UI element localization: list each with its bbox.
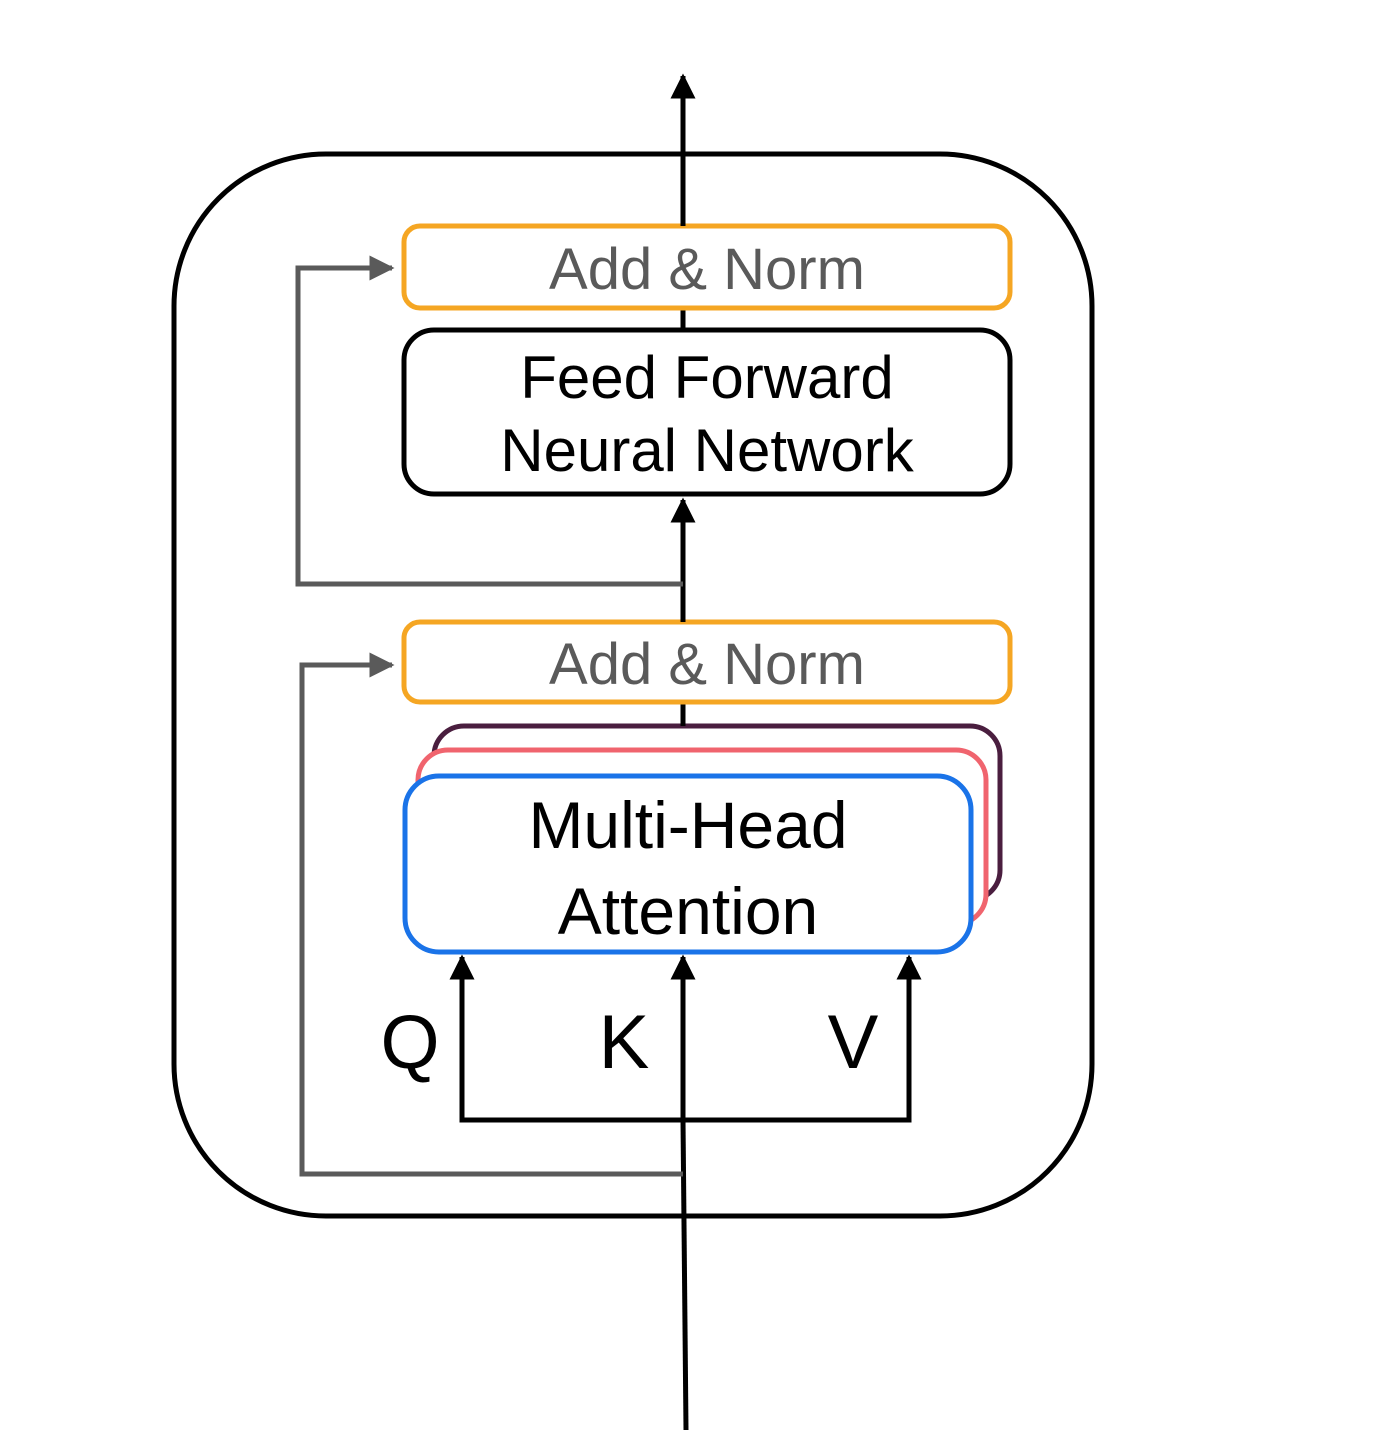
attention-head-front	[402, 773, 974, 955]
add-norm-bottom	[401, 619, 1013, 705]
add-norm-top	[401, 223, 1013, 311]
residual-connection-top	[295, 255, 683, 587]
multi-head-label-line1: Multi-Head	[528, 788, 847, 862]
q-label: Q	[380, 1000, 439, 1085]
feed-forward-label-line2: Neural Network	[500, 417, 914, 484]
k-label: K	[599, 1000, 650, 1085]
feed-forward-box	[401, 327, 1013, 497]
v-label: V	[828, 1000, 879, 1085]
add-norm-top-label: Add & Norm	[549, 237, 865, 302]
multi-head-label-line2: Attention	[558, 874, 819, 948]
feed-forward-label-line1: Feed Forward	[520, 344, 893, 411]
encoder-block	[171, 151, 1095, 1219]
residual-connection-bottom	[299, 652, 683, 1177]
add-norm-bottom-label: Add & Norm	[549, 632, 865, 697]
input-main-line	[680, 1119, 689, 1431]
